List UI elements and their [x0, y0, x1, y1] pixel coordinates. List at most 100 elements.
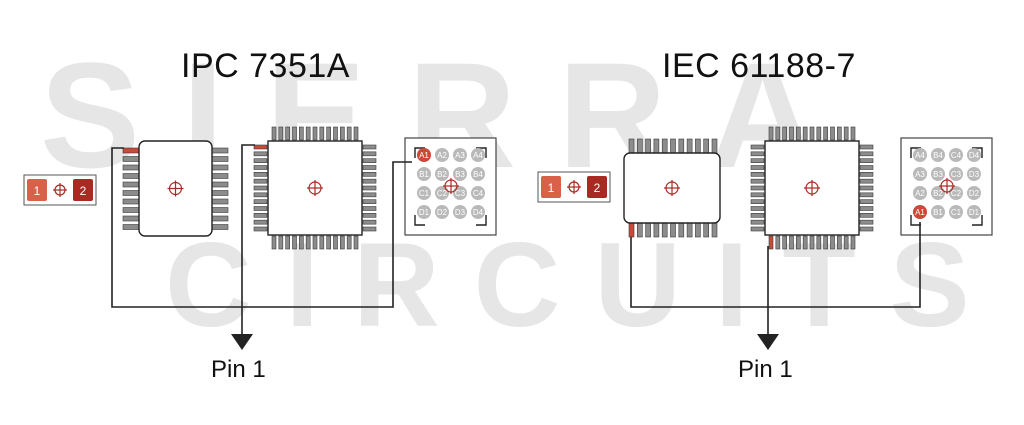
qfp-lead — [796, 126, 801, 141]
qfp-lead — [850, 235, 856, 250]
qfp-lead — [319, 126, 325, 141]
bga-ball-label: C3 — [455, 189, 466, 198]
soic-lead — [211, 147, 229, 154]
soic-lead — [122, 224, 140, 230]
bga-ball-label: D1 — [969, 208, 980, 217]
soic-lead — [122, 173, 140, 179]
bga-ball-label: B2 — [437, 170, 447, 179]
qfp-lead — [346, 235, 352, 250]
qfp-lead — [837, 126, 842, 141]
qfp-lead — [326, 126, 331, 141]
qfp-lead — [750, 151, 765, 157]
bga-ball-C3 — [949, 167, 963, 181]
bga-ball-C1 — [417, 186, 431, 200]
qfp-lead — [750, 226, 765, 232]
bga-ball-C4 — [949, 148, 963, 162]
qfp-lead — [353, 235, 359, 250]
bga-corner-mark — [476, 147, 487, 158]
qfp-lead — [362, 185, 377, 191]
bga-corner-mark — [910, 147, 921, 158]
qfp-lead — [802, 235, 808, 250]
soic-lead — [636, 138, 643, 154]
qfp-lead — [750, 178, 765, 184]
soic-lead — [661, 138, 668, 154]
qfp-lead — [859, 199, 874, 204]
qfp-lead — [837, 235, 842, 250]
qfp-lead — [859, 192, 874, 198]
qfp-lead — [346, 126, 352, 141]
qfp-lead — [809, 126, 815, 141]
qfp-lead — [843, 126, 849, 141]
qfp-lead — [859, 151, 874, 157]
qfp-right-center-icon — [804, 180, 820, 196]
qfp-lead — [253, 213, 268, 218]
qfp-lead — [859, 219, 874, 225]
right-pin1-label: Pin 1 — [738, 356, 793, 383]
qfp-lead — [750, 199, 765, 204]
bga-corner-mark — [414, 147, 425, 158]
qfp-lead — [305, 235, 311, 250]
qfp-lead — [362, 172, 377, 177]
soic-pin1-lead — [122, 147, 140, 154]
qfp-pin1-lead — [253, 144, 268, 150]
pad-1-label: 1 — [34, 184, 41, 198]
soic-lead — [122, 198, 140, 205]
qfp-lead — [859, 185, 874, 191]
soic-lead — [211, 224, 229, 230]
bga-ball-A1 — [913, 205, 927, 219]
qfp-lead — [859, 165, 874, 170]
bga-ball-label: D3 — [969, 170, 980, 179]
bga-ball-label: D1 — [419, 208, 430, 217]
bga-ball-B2 — [435, 167, 449, 181]
qfp-pin1-lead — [768, 235, 774, 250]
left-pin1-label: Pin 1 — [211, 356, 266, 383]
qfp-lead — [823, 126, 828, 141]
soic-lead — [686, 138, 693, 154]
qfp-lead — [809, 235, 815, 250]
left-pin1-arrow-icon — [231, 334, 253, 350]
soic-lead — [670, 222, 676, 238]
qfp-lead — [782, 126, 787, 141]
soic-lead — [678, 222, 685, 238]
pad-2 — [73, 179, 93, 201]
qfp-lead — [362, 199, 377, 204]
qfp-lead — [299, 235, 304, 250]
soic-lead — [686, 222, 693, 238]
bga-ball-B4 — [931, 148, 945, 162]
bga-ball-D4 — [471, 205, 485, 219]
qfp-lead — [750, 165, 765, 170]
soic-lead — [645, 222, 651, 238]
qfp-lead — [253, 172, 268, 177]
soic-lead — [628, 138, 635, 154]
bga-ball-label: D2 — [969, 189, 980, 198]
bga-ball-D2 — [435, 205, 449, 219]
qfp-lead — [796, 235, 801, 250]
bga-ball-label: A4 — [915, 151, 925, 160]
qfp-lead — [362, 192, 377, 198]
bga-corner-mark — [476, 215, 487, 226]
bga-ball-label: D2 — [437, 208, 448, 217]
qfp-left-center-icon — [307, 180, 323, 196]
soic-lead — [122, 190, 140, 196]
qfp-lead — [789, 126, 794, 141]
qfp-lead — [362, 219, 377, 225]
bga-ball-C1 — [949, 205, 963, 219]
qfp-lead — [253, 226, 268, 232]
qfp-lead — [768, 126, 774, 141]
qfp-lead — [750, 158, 765, 163]
soic-lead — [122, 156, 140, 162]
bga-corner-mark — [972, 215, 983, 226]
bga-ball-A3 — [453, 148, 467, 162]
left-pin1-connector — [111, 147, 412, 308]
qfp-lead — [802, 126, 808, 141]
bga-ball-D4 — [967, 148, 981, 162]
qfp-lead — [305, 126, 311, 141]
qfp-lead — [362, 178, 377, 184]
bga-ball-label: C1 — [419, 189, 430, 198]
bga-ball-label: A4 — [473, 151, 483, 160]
qfp-lead — [253, 199, 268, 204]
